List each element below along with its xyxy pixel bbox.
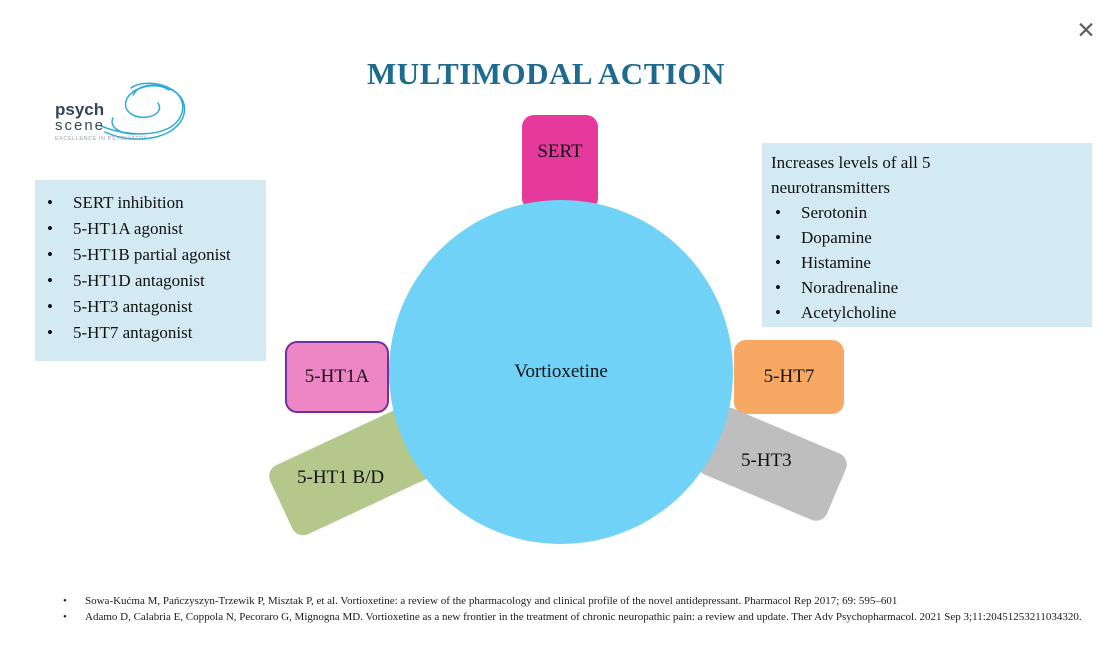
- receptor-label-5ht1bd: 5-HT1 B/D: [297, 467, 385, 488]
- bullet-icon: •: [775, 303, 781, 322]
- logo-line1: psych: [55, 100, 105, 119]
- receptor-label-5ht1a: 5-HT1A: [304, 366, 370, 387]
- bullet-icon: •: [47, 193, 53, 212]
- list-item: •Serotonin: [771, 200, 1092, 225]
- receptor-tab-5ht7: 5-HT7: [734, 340, 844, 414]
- list-item: •5-HT1B partial agonist: [43, 242, 266, 268]
- list-item: •Acetylcholine: [771, 300, 1092, 325]
- bullet-icon: •: [47, 271, 53, 290]
- receptor-actions-list: •SERT inhibition •5-HT1A agonist •5-HT1B…: [43, 190, 266, 346]
- neurotransmitters-panel: Increases levels of all 5 neurotransmitt…: [762, 143, 1092, 327]
- list-item: •Noradrenaline: [771, 275, 1092, 300]
- neurotransmitters-list: •Serotonin •Dopamine •Histamine •Noradre…: [771, 200, 1092, 325]
- receptor-actions-panel: •SERT inhibition •5-HT1A agonist •5-HT1B…: [35, 180, 266, 361]
- bullet-icon: •: [775, 203, 781, 222]
- bullet-icon: •: [47, 323, 53, 342]
- list-item: •Dopamine: [771, 225, 1092, 250]
- psychscene-logo: psych scene EXCELLENCE IN PSYCHIATRY: [55, 82, 195, 156]
- references: •Sowa-Kućma M, Pańczyszyn-Trzewik P, Mis…: [63, 594, 1082, 625]
- logo-swirl-icon: [99, 80, 195, 159]
- bullet-icon: •: [775, 228, 781, 247]
- close-icon[interactable]: ✕: [1076, 17, 1096, 43]
- list-item: •5-HT1D antagonist: [43, 268, 266, 294]
- list-item: •5-HT3 antagonist: [43, 294, 266, 320]
- list-item: •5-HT1A agonist: [43, 216, 266, 242]
- reference-item: •Adamo D, Calabria E, Coppola N, Pecorar…: [63, 610, 1082, 626]
- bullet-icon: •: [47, 297, 53, 316]
- receptor-tab-sert: SERT: [522, 115, 598, 210]
- receptor-tab-5ht1a: 5-HT1A: [285, 341, 389, 413]
- bullet-icon: •: [775, 278, 781, 297]
- bullet-icon: •: [47, 219, 53, 238]
- bullet-icon: •: [47, 245, 53, 264]
- circle-label: Vortioxetine: [514, 361, 608, 382]
- list-item: •SERT inhibition: [43, 190, 266, 216]
- bullet-icon: •: [63, 610, 67, 623]
- receptor-label-5ht3: 5-HT3: [741, 450, 792, 471]
- bullet-icon: •: [63, 595, 67, 607]
- neurotransmitters-heading: Increases levels of all 5 neurotransmitt…: [771, 153, 931, 197]
- receptor-label-sert: SERT: [537, 141, 583, 162]
- receptor-label-5ht7: 5-HT7: [763, 366, 815, 387]
- logo-tagline: EXCELLENCE IN PSYCHIATRY: [55, 136, 148, 142]
- logo-line2: scene: [55, 117, 106, 134]
- page-title: MULTIMODAL ACTION: [367, 56, 725, 91]
- logo-text: psych scene EXCELLENCE IN PSYCHIATRY: [55, 100, 148, 142]
- bullet-icon: •: [775, 253, 781, 272]
- list-item: •5-HT7 antagonist: [43, 320, 266, 346]
- reference-item: •Sowa-Kućma M, Pańczyszyn-Trzewik P, Mis…: [63, 594, 1082, 610]
- list-item: •Histamine: [771, 250, 1092, 275]
- vortioxetine-circle: Vortioxetine: [389, 200, 733, 544]
